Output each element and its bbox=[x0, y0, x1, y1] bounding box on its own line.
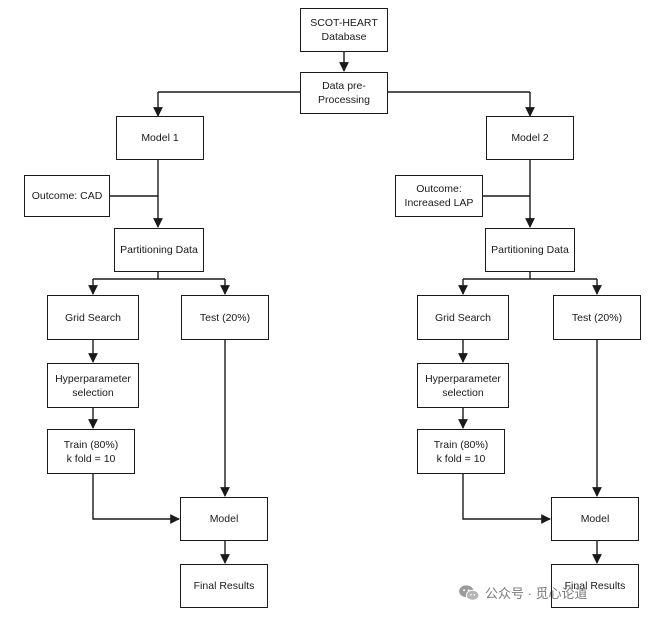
node-model-2: Model 2 bbox=[486, 116, 574, 160]
node-partitioning-data-2: Partitioning Data bbox=[485, 228, 575, 272]
node-grid-search-1: Grid Search bbox=[47, 295, 139, 340]
watermark-text: 公众号 · 觅心论道 bbox=[485, 586, 588, 601]
node-model-left: Model bbox=[180, 497, 268, 541]
watermark: 公众号 · 觅心论道 bbox=[458, 583, 588, 602]
node-outcome-increased-lap: Outcome: Increased LAP bbox=[395, 175, 483, 217]
node-test-20-1: Test (20%) bbox=[181, 295, 269, 340]
node-model-right: Model bbox=[551, 497, 639, 541]
wechat-icon bbox=[459, 584, 480, 601]
node-final-results-1: Final Results bbox=[180, 564, 268, 608]
node-train-80-1: Train (80%) k fold = 10 bbox=[47, 429, 135, 474]
node-model-1: Model 1 bbox=[116, 116, 204, 160]
node-grid-search-2: Grid Search bbox=[417, 295, 509, 340]
node-hyperparameter-selection-2: Hyperparameter selection bbox=[417, 363, 509, 408]
node-data-preprocessing: Data pre- Processing bbox=[300, 72, 388, 114]
edge-p1-split bbox=[93, 272, 225, 280]
edge-tr2-md2 bbox=[462, 474, 551, 524]
node-test-20-2: Test (20%) bbox=[553, 295, 641, 340]
node-outcome-cad: Outcome: CAD bbox=[24, 175, 110, 217]
node-train-80-2: Train (80%) k fold = 10 bbox=[417, 429, 505, 474]
node-scot-heart-database: SCOT-HEART Database bbox=[300, 8, 388, 52]
node-partitioning-data-1: Partitioning Data bbox=[114, 228, 204, 272]
edge-p2-split bbox=[463, 272, 597, 280]
node-hyperparameter-selection-1: Hyperparameter selection bbox=[47, 363, 139, 408]
node-final-results-2: Final Results bbox=[551, 564, 639, 608]
edge-tr1-md1 bbox=[92, 474, 180, 524]
